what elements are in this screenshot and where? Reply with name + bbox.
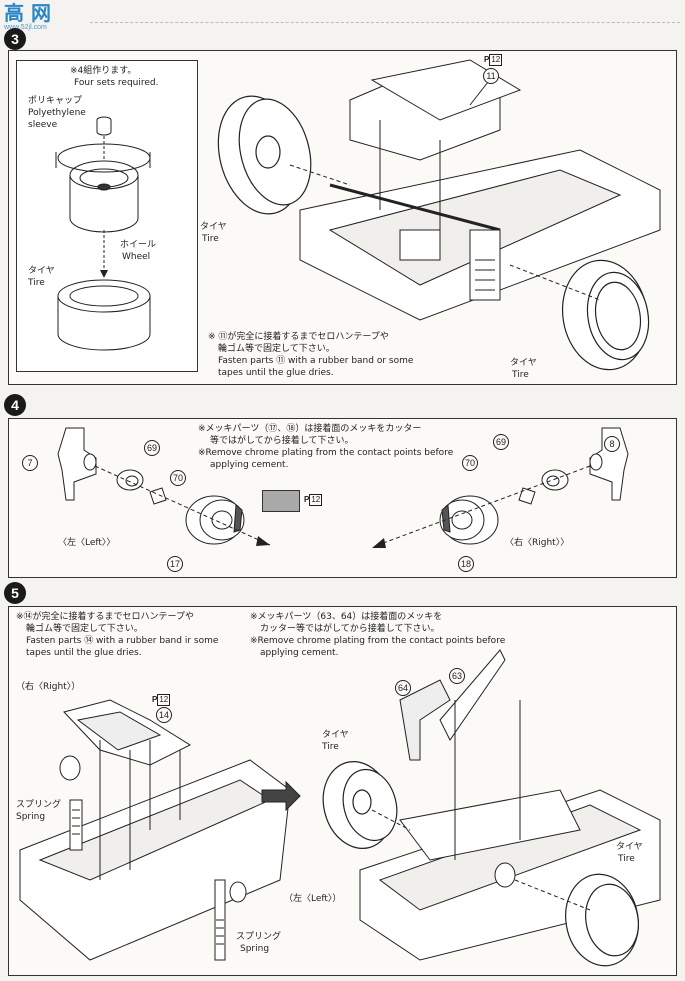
wheel-inset: [55, 143, 151, 233]
paint-ref-letter: P: [484, 55, 490, 64]
tire-left-label-jp: タイヤ: [200, 222, 227, 232]
step4-left-label: 〈左〈Left〉〉: [58, 538, 116, 548]
paint-ref-letter: P: [304, 495, 310, 504]
step5-note-a-en2: tapes until the glue dries.: [26, 648, 142, 658]
part-14-callout: 14: [156, 707, 172, 723]
step3-note-jp1: ※ ⑪が完全に接着するまでセロハンテープや: [208, 332, 389, 342]
paint-ref-number: 12: [489, 54, 503, 66]
spring2-label-jp: スプリング: [236, 932, 282, 942]
step5-note-a-jp2: 輪ゴム等で固定して下さい。: [26, 624, 143, 634]
spring-label-en: Spring: [16, 812, 46, 822]
step5-note-b-en2: applying cement.: [260, 648, 339, 658]
part-64-callout: 64: [395, 680, 411, 696]
part-69-left-callout: 69: [144, 440, 160, 456]
step5-note-b-jp2: カッター等ではがしてから接着して下さい。: [260, 624, 440, 634]
page-header-strip: [90, 4, 680, 23]
part-63-callout: 63: [449, 668, 465, 684]
step5-note-b-jp1: ※メッキパーツ（63、64）は接着面のメッキを: [250, 612, 443, 622]
step5-note-b-en1: ※Remove chrome plating from the contact …: [250, 636, 506, 646]
inset-note-en: Four sets required.: [74, 78, 159, 88]
tire-step5-right: [565, 873, 639, 967]
part-7-callout: 7: [22, 455, 38, 471]
step4-note-jp2: 等ではがしてから接着して下さい。: [210, 436, 354, 446]
part-8-callout: 8: [604, 436, 620, 452]
step4-note-jp1: ※メッキパーツ（⑰、⑱）は接着面のメッキをカッター: [198, 424, 422, 434]
tire-right-label-jp: タイヤ: [510, 358, 537, 368]
step4-badge: 4: [4, 394, 26, 416]
tire-step5-right-label-en: Tire: [618, 854, 635, 864]
step3-note-en1: Fasten parts ⑪ with a rubber band or som…: [218, 356, 414, 366]
chassis-step3: [299, 59, 661, 321]
inset-note-jp: ※4組作ります。: [70, 66, 137, 76]
tire-rear-left: [217, 95, 312, 215]
part-70-right-callout: 70: [462, 455, 478, 471]
spring2-label-en: Spring: [240, 944, 270, 954]
part-70-left-callout: 70: [170, 470, 186, 486]
tire-right-label-en: Tire: [512, 370, 529, 380]
tire-left-label-en: Tire: [202, 234, 219, 244]
tire-step5-left-label-jp: タイヤ: [322, 730, 349, 740]
paint-ref-number: 12: [309, 494, 323, 506]
polycap-label-jp: ポリキャップ: [28, 96, 83, 106]
step5-left-label: （左〈Left〉）: [284, 894, 342, 904]
tire-front-right: [561, 259, 650, 371]
step4-note-en2: applying cement.: [210, 460, 289, 470]
part-17-callout: 17: [167, 556, 183, 572]
polycap-label-en1: Polyethylene: [28, 108, 86, 118]
step3-note-jp2: 輪ゴム等で固定して下さい。: [218, 344, 335, 354]
chrome-swatch: [262, 490, 300, 512]
step5-right-label: （右〈Right〉）: [16, 682, 81, 692]
tire-inset-label-jp: タイヤ: [28, 266, 55, 276]
knuckle-left: [57, 427, 97, 501]
step5-note-a-jp1: ※⑭が完全に接着するまでセロハンテープや: [16, 612, 195, 622]
spring-label-jp: スプリング: [16, 800, 62, 810]
paint-ref-letter: P: [152, 695, 158, 704]
wheel-label-jp: ホイール: [120, 240, 157, 250]
tire-step5-left-label-en: Tire: [322, 742, 339, 752]
step4-note-en1: ※Remove chrome plating from the contact …: [198, 448, 454, 458]
step5-badge: 5: [4, 582, 26, 604]
step3-note-en2: tapes until the glue dries.: [218, 368, 334, 378]
paint-ref-number: 12: [157, 694, 171, 706]
step5-note-a-en1: Fasten parts ⑭ with a rubber band ir som…: [26, 636, 219, 646]
part-18-callout: 18: [458, 556, 474, 572]
watermark-url: www.52jl.com: [4, 24, 47, 31]
step4-right-label: 〈右〈Right〉〉: [505, 538, 570, 548]
tire-step5-left: [322, 760, 398, 850]
part-11-callout: 11: [483, 68, 499, 84]
watermark-text: 高 网: [4, 1, 51, 25]
tire-inset-label-en: Tire: [28, 278, 45, 288]
tire-step5-right-label-jp: タイヤ: [616, 842, 643, 852]
watermark-logo: 高 网: [4, 2, 51, 24]
tire-inset: [57, 279, 151, 351]
polycap-label-en2: sleeve: [28, 120, 58, 130]
polycap-sleeve: [96, 116, 112, 136]
step3-badge: 3: [4, 28, 26, 50]
step4-panel: [8, 418, 677, 578]
part-69-right-callout: 69: [493, 434, 509, 450]
wheel-label-en: Wheel: [122, 252, 151, 262]
